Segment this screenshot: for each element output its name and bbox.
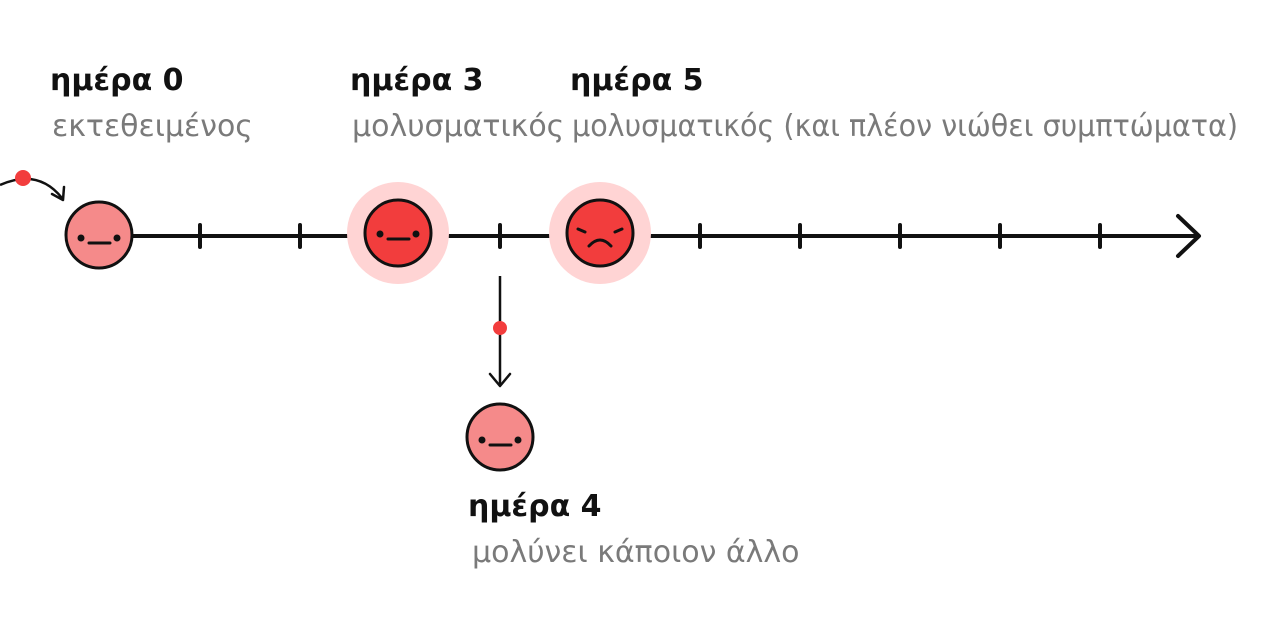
day-0-label: ημέρα 0 — [50, 63, 184, 98]
day-3-infectious-face-icon — [347, 182, 449, 284]
transmission-arrowhead-icon — [488, 372, 512, 388]
exposure-dot — [15, 170, 31, 186]
exposure-curved-arrow — [0, 177, 63, 199]
day-3-label: ημέρα 3 — [350, 63, 484, 98]
day-4-state: μολύνει κάποιον άλλο — [472, 535, 800, 570]
day-5-label: ημέρα 5 — [570, 63, 704, 98]
exposure-arrowhead-icon — [50, 185, 66, 202]
timeline-arrowhead-icon — [1176, 214, 1201, 258]
day-0-neutral-face-icon — [64, 200, 134, 270]
day-5-state: μολυσματικός (και πλέον νιώθει συμπτώματ… — [572, 109, 1238, 144]
day-4-label: ημέρα 4 — [468, 489, 602, 524]
day-4-neutral-face-icon — [465, 402, 535, 472]
day-5-sad-face-icon — [549, 182, 651, 284]
transmission-dot — [493, 321, 507, 335]
day-3-state: μολυσματικός — [352, 109, 564, 144]
day-0-state: εκτεθειμένος — [52, 109, 253, 144]
